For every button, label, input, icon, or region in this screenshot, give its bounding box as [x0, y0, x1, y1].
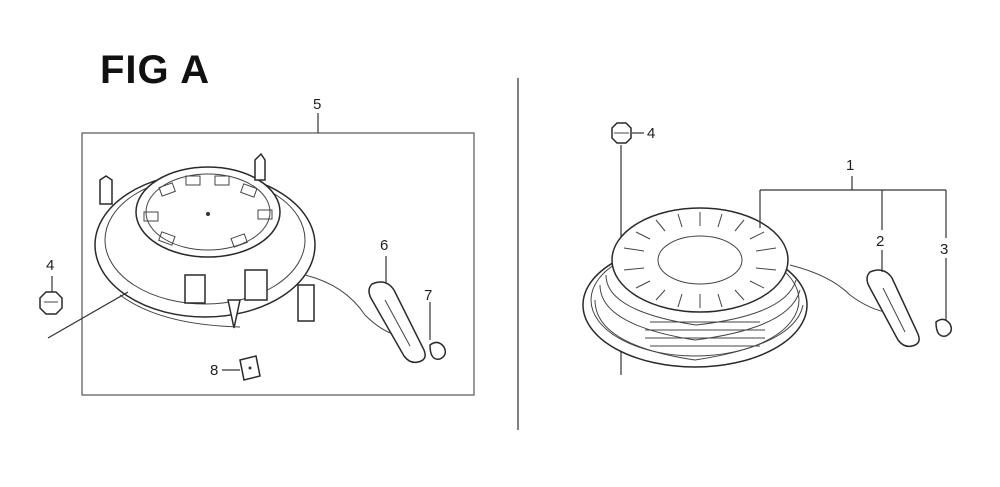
figure-title: FIG A	[100, 48, 211, 92]
recoil-starter-underside	[94, 152, 316, 329]
flange-nut-left	[39, 291, 63, 315]
recoil-starter-assembly	[582, 207, 808, 368]
callout-5: 5	[313, 96, 321, 113]
callout-7: 7	[424, 287, 432, 304]
callout-1: 1	[846, 157, 854, 174]
callout-3: 3	[940, 241, 948, 258]
callout-4-right: 4	[647, 125, 655, 142]
assembly-box-5	[81, 132, 475, 396]
callout-8: 8	[210, 362, 218, 379]
callout-2: 2	[876, 233, 884, 250]
pawl-part-8	[239, 355, 261, 381]
starter-grip-left	[368, 281, 426, 364]
flange-nut-right	[611, 122, 632, 144]
starter-grip-right	[866, 269, 920, 348]
callout-6: 6	[380, 237, 388, 254]
callout-4-left: 4	[46, 257, 54, 274]
